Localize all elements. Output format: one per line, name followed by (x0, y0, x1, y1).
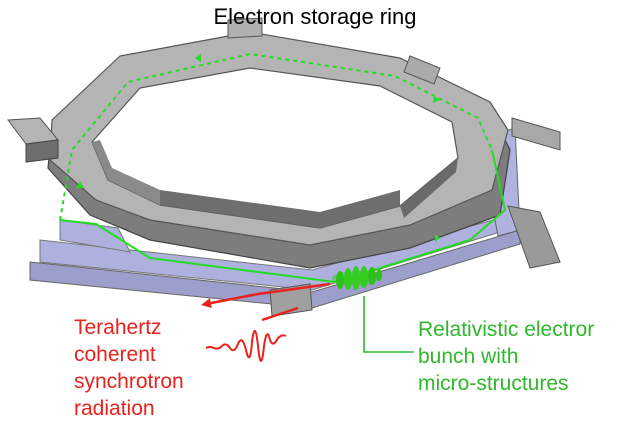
electron-bunch-label: Relativistic electror bunch with micro-s… (418, 316, 594, 397)
diagram-title: Electron storage ring (213, 4, 417, 29)
orbit-direction-arrow (76, 181, 84, 188)
thz-label-line: coherent (74, 343, 156, 366)
thz-label-line: radiation (74, 397, 155, 420)
thz-radiation-label: Terahertz coherent synchrotron radiation (74, 314, 184, 422)
electron-bunch (332, 266, 382, 290)
electron-orbit (59, 52, 507, 284)
bunch-leader-line (363, 296, 414, 353)
thz-radiation (201, 282, 331, 362)
orbit-direction-arrow (195, 54, 201, 62)
bunch-label-line: Relativistic electror (418, 318, 595, 341)
ring-beam-pipe (47, 31, 511, 269)
thz-label-line: Terahertz (74, 316, 162, 339)
thz-label-line: synchrotron (74, 370, 184, 393)
ring-straight-sections (7, 17, 561, 317)
bunch-label-line: micro-structures (418, 372, 569, 395)
orbit-direction-arrow (433, 96, 440, 103)
orbit-direction-arrow (435, 234, 440, 242)
bunch-label-line: bunch with (418, 345, 519, 368)
